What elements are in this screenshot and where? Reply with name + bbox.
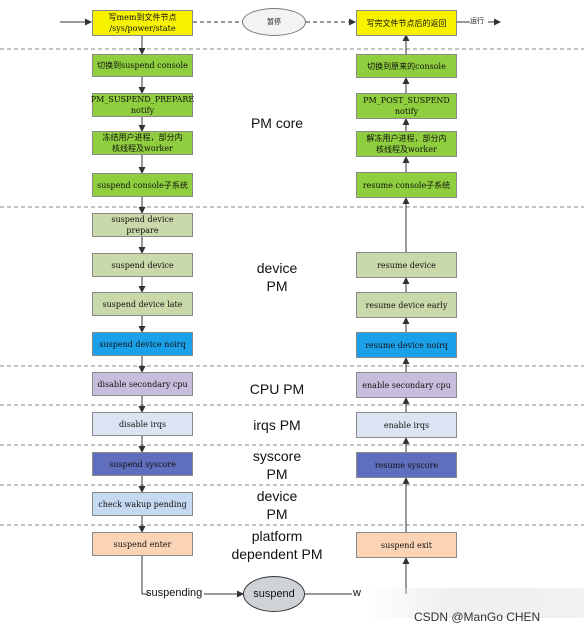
write-mem-state-box: 写mem到文件节点 /sys/power/state [92, 10, 193, 36]
layer-label-irqs-pm: irqs PM [253, 417, 301, 433]
resume-step-10: resume syscore [356, 452, 457, 478]
layer-label-device-pm-2: device PM [256, 488, 298, 522]
suspend-step-11: suspend syscore [92, 452, 193, 476]
suspend-step-7: suspend device late [92, 292, 193, 316]
layer-label-syscore-pm: syscore PM [252, 448, 302, 482]
suspend-step-2: PM_SUSPEND_PREPARE notify [90, 93, 195, 117]
resume-step-5: resume device [356, 252, 457, 278]
resume-step-6: resume device early [356, 292, 457, 318]
wakeup-label: w [353, 587, 361, 599]
resume-step-4: resume console子系统 [356, 172, 457, 198]
suspend-step-1: 切换到suspend console [92, 54, 193, 77]
layer-label-pm-core: PM core [250, 115, 304, 131]
pause-ellipse: 暂停 [242, 8, 306, 36]
suspend-step-13: suspend enter [92, 532, 193, 556]
resume-step-7: resume device noirq [356, 332, 457, 358]
resume-step-9: enable irqs [356, 412, 457, 438]
resume-step-2: PM_POST_SUSPEND notify [356, 93, 457, 119]
layer-label-platform-pm: platform dependent PM [231, 528, 323, 562]
suspend-step-9: disable secondary cpu [92, 372, 193, 396]
suspend-ellipse: suspend [243, 576, 305, 612]
resume-step-8: enable secondary cpu [356, 372, 457, 398]
watermark-text: CSDN @ManGo CHEN [414, 610, 541, 624]
resume-step-1: 切换到原来的console [356, 54, 457, 78]
write-return-box: 写完文件节点后的返回 [356, 10, 457, 36]
suspend-step-3: 冻结用户进程，部分内 核线程及worker [92, 131, 193, 155]
pause-label: 暂停 [267, 18, 281, 26]
suspending-label: suspending [146, 587, 203, 599]
watermark-band [365, 588, 584, 618]
suspend-step-12: check wakup pending [92, 492, 193, 516]
suspend-step-10: disable irqs [92, 412, 193, 436]
layer-label-device-pm: device PM [256, 260, 298, 294]
flow-arrows [60, 18, 501, 598]
suspend-step-5: suspend device prepare [92, 213, 193, 237]
suspend-step-6: suspend device [92, 253, 193, 277]
run-label: 运行 [470, 17, 484, 25]
layer-label-cpu-pm: CPU PM [249, 381, 305, 397]
layer-separators [0, 48, 584, 526]
suspend-ellipse-label: suspend [253, 588, 295, 600]
resume-step-11: suspend exit [356, 532, 457, 558]
suspend-step-4: suspend console子系统 [92, 173, 193, 197]
resume-step-3: 解冻用户进程，部分内 核线程及worker [356, 131, 457, 157]
suspend-step-8: suspend device noirq [92, 332, 193, 356]
